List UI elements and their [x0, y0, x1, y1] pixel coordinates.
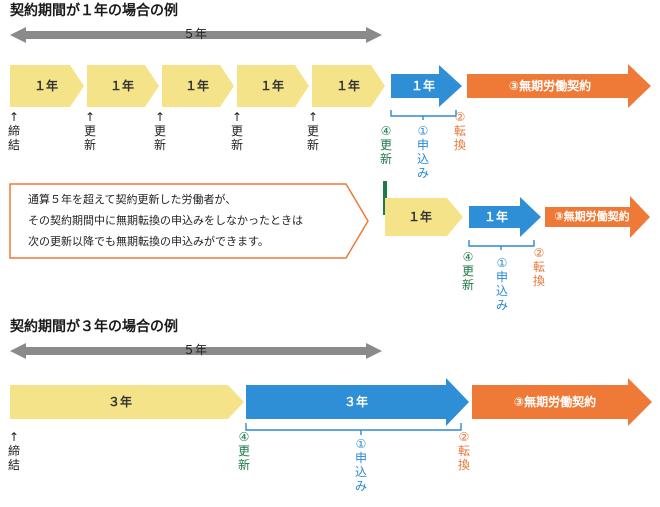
- apply-bracket-1b: [468, 240, 535, 247]
- marker-conclude: ↑締結: [7, 110, 20, 152]
- section2-title: 契約期間が３年の場合の例: [10, 319, 178, 335]
- note-line-3: 次の更新以降でも無期転換の申込みができます。: [28, 235, 269, 248]
- block-label-3yr-yellow: ３年: [107, 395, 132, 409]
- span-arrow-5yr: [10, 27, 382, 43]
- block-label-3: １年: [184, 79, 209, 93]
- conversion-arrow-1: [467, 64, 651, 108]
- span-label-2: ５年: [183, 343, 208, 357]
- block-1yr-1: [10, 65, 84, 107]
- span-label-1: ５年: [183, 27, 208, 41]
- block-3yr-yellow: [10, 385, 244, 419]
- block-1yr-yellow-b: [385, 198, 463, 236]
- span-arrow-5yr-2: [10, 343, 382, 359]
- conversion-label-1: ③無期労働契約: [508, 79, 592, 93]
- block-label-3yr-blue: ３年: [343, 395, 368, 409]
- block-1yr-blue-b: [469, 197, 541, 237]
- block-label-1: １年: [33, 79, 58, 93]
- conversion-label-2: ③無期労働契約: [513, 395, 597, 409]
- block-label-1b-blue: １年: [483, 210, 508, 224]
- note-line-2: その契約期間中に無期転換の申込みをしなかったときは: [28, 214, 303, 227]
- block-3yr-blue: [246, 378, 469, 426]
- block-1yr-blue: [391, 65, 462, 107]
- marker-renew-1: ↑更新: [83, 110, 96, 152]
- block-label-6: １年: [410, 79, 435, 93]
- block-1yr-3: [162, 65, 234, 107]
- block-label-2: １年: [109, 79, 134, 93]
- conversion-arrow-1b: [545, 196, 650, 238]
- marker-renew-2: ↑更新: [153, 110, 166, 152]
- block-label-1b-yellow: １年: [407, 210, 432, 224]
- note-box: [9, 183, 369, 259]
- marker-conclude-2: ↑締結: [7, 430, 20, 472]
- note-line-1: 通算５年を超えて契約更新した労働者が、: [28, 193, 237, 206]
- marker-renew-3: ↑更新: [230, 110, 243, 152]
- section1-title: 契約期間が１年の場合の例: [10, 3, 178, 19]
- conversion-arrow-2: [472, 378, 652, 426]
- conversion-label-1b: ③無期労働契約: [554, 210, 630, 223]
- block-label-5: １年: [335, 79, 360, 93]
- block-1yr-5: [312, 65, 385, 107]
- apply-bracket-2: [245, 423, 462, 431]
- block-1yr-4: [237, 65, 309, 107]
- marker-renew-4: ↑更新: [306, 110, 319, 152]
- apply-bracket-1: [390, 110, 457, 117]
- block-1yr-2: [87, 65, 159, 107]
- block-label-4: １年: [259, 79, 284, 93]
